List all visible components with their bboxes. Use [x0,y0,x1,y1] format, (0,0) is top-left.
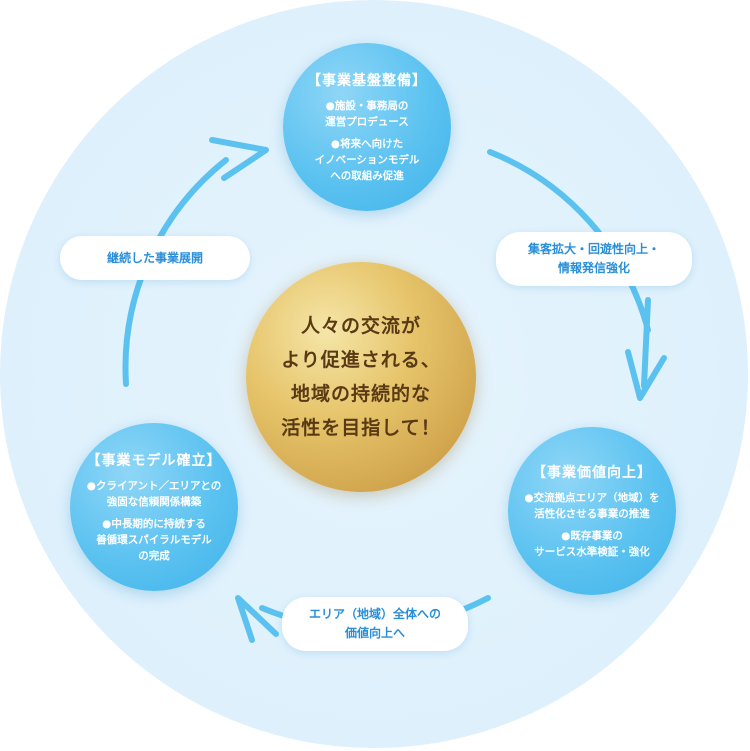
node-item: ●中長期的に持続する 善循環スパイラルモデル の完成 [96,518,212,562]
node-item: ●既存事業の サービス水準検証・強化 [534,530,650,558]
arrowhead-top-to-right [625,349,667,401]
node-item: ●交流拠点エリア（地域）を 活性化させる事業の推進 [524,492,660,520]
center-goal-circle: 人々の交流が より促進される、 地域の持続的な 活性を目指して！ [246,262,476,492]
arrowhead-left-to-top [209,137,269,181]
pill-top-to-right: 集客拡大・回遊性向上・ 情報発信強化 [496,232,692,286]
node-title: 【事業基盤整備】 [307,73,427,89]
arrowhead-right-to-left [235,595,279,643]
pill-right-to-left: エリア（地域）全体への 価値向上へ [282,597,468,651]
pill-left-to-top: 継続した事業展開 [60,236,250,280]
node-title: 【事業価値向上】 [532,465,652,481]
arrow-top-to-right [487,149,651,333]
center-goal-text: 人々の交流が より促進される、 地域の持続的な 活性を目指して！ [281,315,441,439]
node-item: ●クライアント／エリアとの 強固な信頼関係構築 [86,480,222,508]
node-item: ●施設・事務局の 運営プロデュース [325,100,409,128]
node-title: 【事業モデル確立】 [86,453,222,469]
node-business-value: 【事業価値向上】 ●交流拠点エリア（地域）を 活性化させる事業の推進 ●既存事業… [508,427,676,595]
node-business-model: 【事業モデル確立】 ●クライアント／エリアとの 強固な信頼関係構築 ●中長期的に… [70,423,238,591]
node-business-foundation: 【事業基盤整備】 ●施設・事務局の 運営プロデュース ●将来へ向けた イノベーシ… [283,43,451,211]
arrow-right-vertical [641,297,651,389]
node-item: ●将来へ向けた イノベーションモデル への取組み促進 [314,138,420,182]
